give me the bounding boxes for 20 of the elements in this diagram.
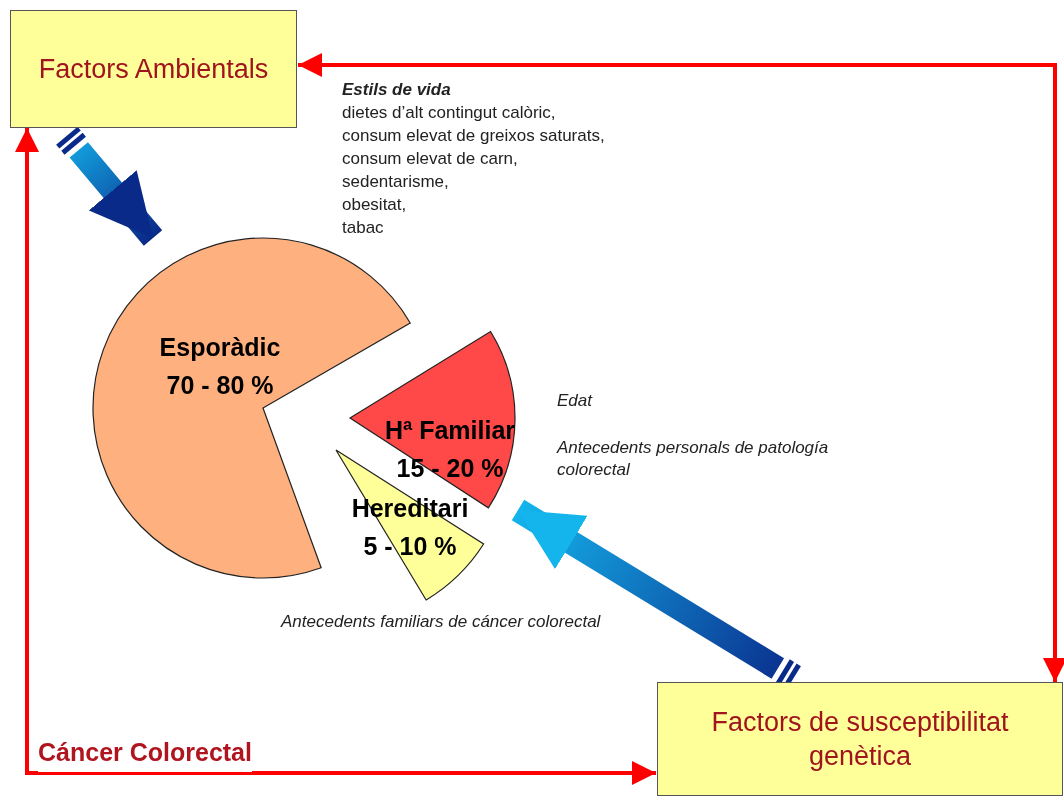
connector-arrow: [15, 128, 656, 785]
percentage-label: 5 - 10 %: [363, 531, 457, 562]
note-text: Edat: [557, 390, 592, 412]
list-item: tabac: [342, 217, 384, 239]
factor-box: [10, 10, 297, 128]
percentage-label: 70 - 80 %: [166, 370, 274, 401]
factor-title: Factors Ambientals: [38, 53, 269, 86]
list-item: consum elevat de greixos saturats,: [342, 125, 605, 147]
factor-title: Factors de susceptibilitat genètica: [710, 706, 1010, 773]
slice-label: Esporàdic: [159, 332, 281, 363]
note-text: Antecedents personals de patología colorectal: [557, 437, 830, 481]
list-item: obesitat,: [342, 194, 407, 216]
factor-box: [657, 682, 1063, 796]
list-item: sedentarisme,: [342, 171, 449, 193]
note-text: Antecedents familiars de cáncer colorectal: [281, 611, 601, 633]
list-item: consum elevat de carn,: [342, 148, 518, 170]
connector-arrow: [298, 53, 1064, 682]
list-heading: Estils de vida: [342, 79, 451, 101]
percentage-label: 15 - 20 %: [396, 453, 504, 484]
list-item: dietes d’alt contingut calòric,: [342, 102, 556, 124]
